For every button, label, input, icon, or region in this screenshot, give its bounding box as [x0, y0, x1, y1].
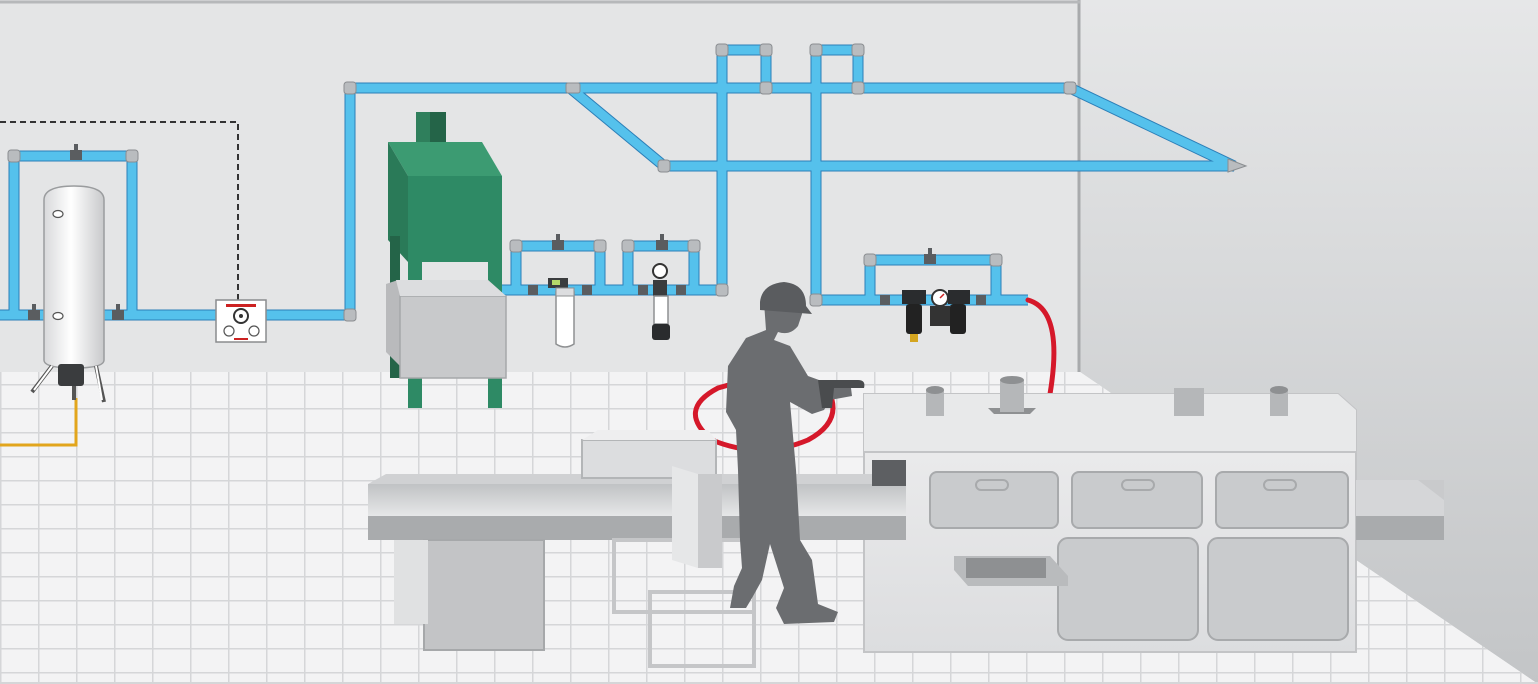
valve-icon: [656, 234, 668, 250]
valve-icon: [582, 285, 592, 295]
valve-icon: [70, 144, 82, 160]
valve-icon: [28, 304, 40, 320]
pipe-valves: [28, 144, 986, 320]
filter-regulator-lubricator-icon: [902, 289, 970, 342]
valve-icon: [676, 285, 686, 295]
air-receiver-tank-icon: [30, 185, 106, 403]
valve-icon: [552, 234, 564, 250]
valve-icon: [880, 295, 890, 305]
valve-icon: [976, 295, 986, 305]
worker-silhouette-icon: [726, 282, 852, 624]
valve-icon: [112, 304, 124, 320]
control-wire: [0, 121, 239, 308]
pneumatic-tool-icon: [818, 380, 865, 408]
valve-icon: [528, 285, 538, 295]
valve-icon: [924, 248, 936, 264]
air-pipe-network: [0, 43, 1248, 322]
compressor-control-panel-icon: [215, 299, 267, 343]
filter-dryer-icon: [548, 278, 575, 348]
processing-machine: [863, 376, 1357, 653]
pipe-fittings: [7, 43, 1248, 322]
gas-line: [0, 398, 78, 447]
spray-booth: [386, 112, 507, 408]
valve-icon: [638, 285, 648, 295]
filter-regulator-icon: [652, 263, 670, 340]
